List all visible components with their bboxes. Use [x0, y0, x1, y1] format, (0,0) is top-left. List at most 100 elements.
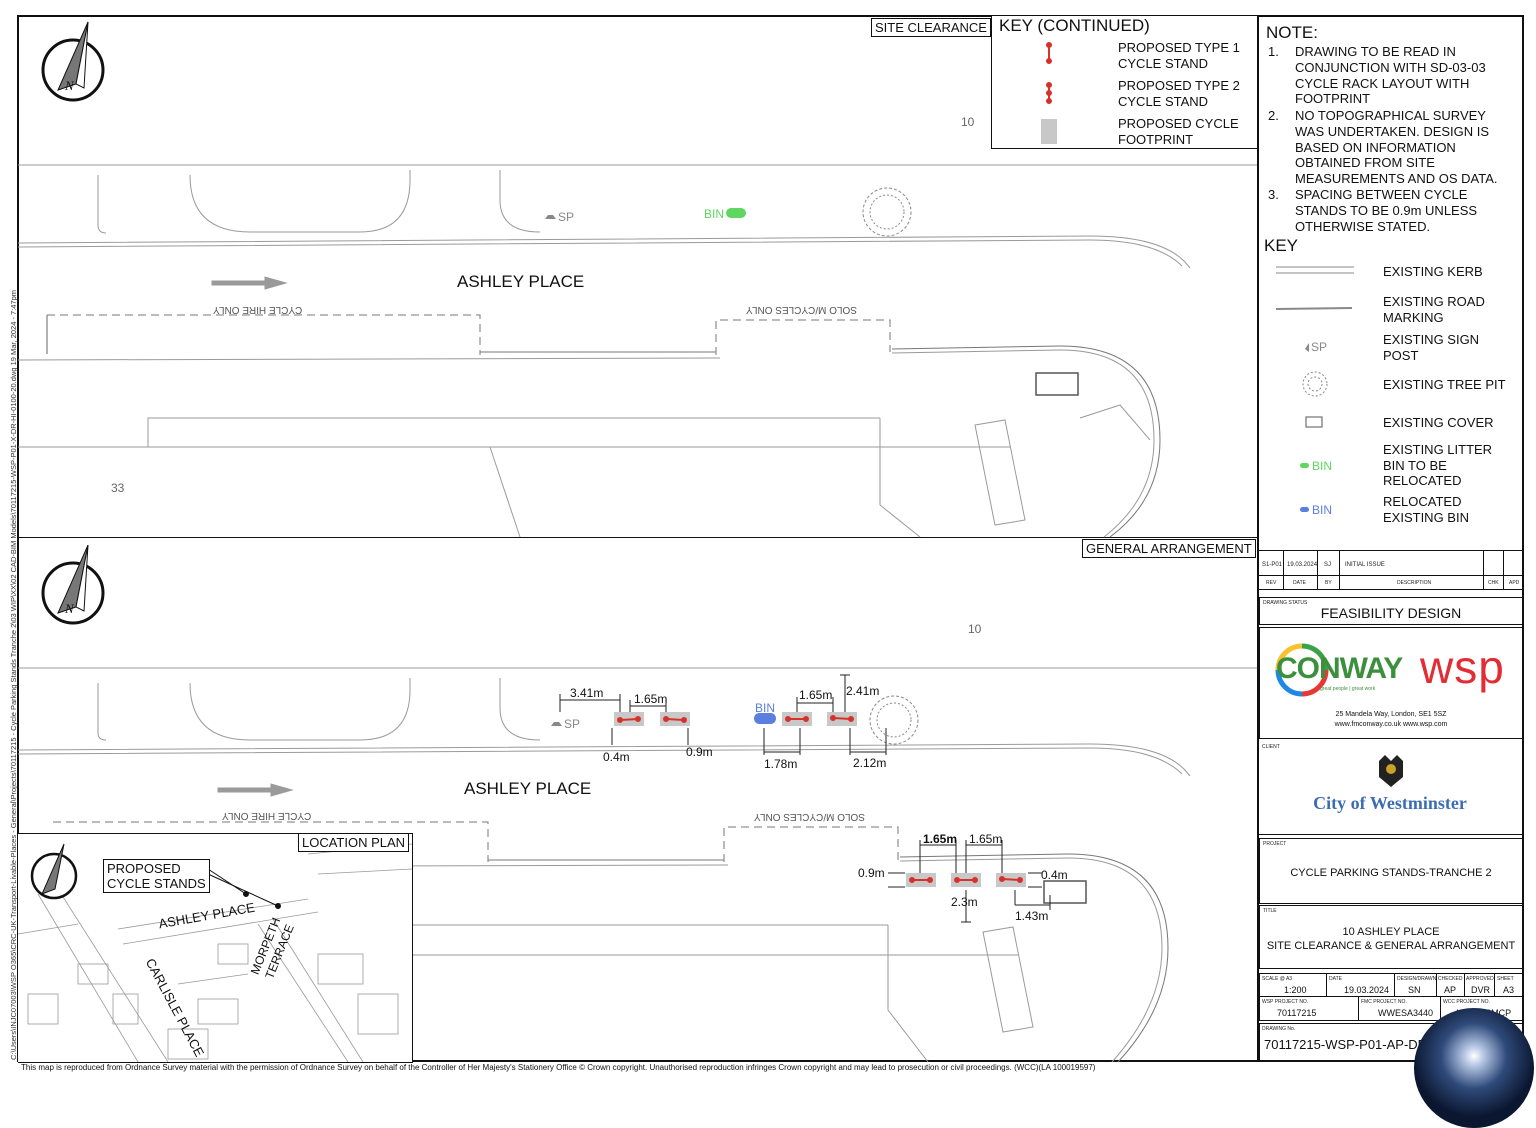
note-line: CYCLE RACK LAYOUT WITH: [1295, 75, 1470, 91]
north-letter: N: [65, 601, 74, 616]
note-number: 2.: [1268, 108, 1279, 123]
rev-date: 19.03.2024: [1287, 562, 1318, 568]
rev-header: BY: [1325, 580, 1332, 586]
sign-post-label: SP: [564, 717, 581, 731]
dimension-text: 0.9m: [686, 745, 713, 759]
note-line: FOOTPRINT: [1295, 91, 1371, 107]
meta-label: APPROVED: [1466, 976, 1494, 982]
solo-marking: SOLO M/CYCLES ONLY: [754, 811, 865, 822]
key-item: RELOCATED EXISTING BIN: [1383, 494, 1469, 525]
north-arrow-bottom: N: [40, 545, 106, 629]
key-item-text: PROPOSED TYPE 2: [1118, 78, 1240, 93]
drawing-status-box: DRAWING STATUS FEASIBILITY DESIGN: [1259, 597, 1523, 625]
key-item-text: EXISTING LITTER: [1383, 442, 1493, 457]
meta-approved: DVR: [1471, 985, 1491, 995]
key-item-text: PROPOSED TYPE 1: [1118, 40, 1240, 55]
project-name: CYCLE PARKING STANDS-TRANCHE 2: [1290, 867, 1492, 879]
cycle-hire-marking: CYCLE HIRE ONLY: [213, 304, 303, 315]
title-line: 10 ASHLEY PLACE: [1342, 926, 1440, 938]
dimension-text: 1.65m: [923, 832, 958, 846]
meta-scale: 1:200: [1284, 985, 1307, 995]
meta-date: 19.03.2024: [1344, 985, 1390, 995]
plan-drawing: [17, 164, 1257, 1063]
contractor-box: CONWAY great people | great work wsp 25 …: [1259, 627, 1523, 739]
key-item-text: FOOTPRINT: [1118, 131, 1194, 147]
screen-overlay-icon: [1414, 1008, 1534, 1128]
contractor-web: www.fmconway.co.uk www.wsp.com: [1334, 721, 1448, 728]
meta-label: WSP PROJECT NO.: [1262, 999, 1309, 1005]
dimension-text: 2.41m: [846, 684, 880, 698]
street-name-bottom: ASHLEY PLACE: [464, 779, 592, 798]
meta-label: DESIGN/DRAWN: [1397, 976, 1437, 982]
note-line: MEASUREMENTS AND OS DATA.: [1295, 171, 1498, 187]
view-divider: [18, 537, 1258, 538]
meta-wsp-no: 70117215: [1277, 1008, 1317, 1018]
meta-row: SCALE @ A3 1:200 DATE 19.03.2024 DESIGN/…: [1259, 973, 1523, 997]
key-item-text: EXISTING KERB: [1383, 264, 1483, 279]
cycle-hire-marking: CYCLE HIRE ONLY: [222, 810, 312, 821]
meta-sheet: A3: [1503, 985, 1515, 995]
rev-description: INITIAL ISSUE: [1345, 562, 1385, 568]
meta-label: WCC PROJECT NO.: [1443, 999, 1490, 1005]
plot-number: 10: [961, 115, 975, 129]
dimension-text: 1.65m: [969, 832, 1003, 846]
drawing-status-label: DRAWING STATUS: [1263, 600, 1308, 606]
site-clearance-label: SITE CLEARANCE: [871, 18, 991, 37]
note-line: CONJUNCTION WITH SD-03-03: [1295, 59, 1486, 75]
project-label: PROJECT: [1263, 841, 1287, 847]
wsp-logo: wsp: [1420, 641, 1505, 693]
note-line: OBTAINED FROM SITE: [1295, 155, 1435, 171]
bin-to-relocate: [726, 208, 746, 218]
copyright-footer: This map is reproduced from Ordnance Sur…: [21, 1063, 1096, 1072]
key-item: PROPOSED TYPE 2 CYCLE STAND: [1118, 78, 1240, 109]
note-line: BASED ON INFORMATION: [1295, 139, 1456, 155]
key-item-text: RELOCATED: [1383, 473, 1462, 488]
drawing-number: 70117215-WSP-P01-AP-DR-HI: [1264, 1037, 1445, 1052]
title-box: TITLE 10 ASHLEY PLACE SITE CLEARANCE & G…: [1259, 905, 1523, 969]
key-bin-symbol: BIN: [1312, 459, 1333, 473]
title-block-divider: [1257, 15, 1259, 1062]
key-item-text: POST: [1383, 347, 1419, 363]
drawing-frame: [17, 15, 1524, 1062]
north-arrow-top: N: [40, 20, 106, 104]
key-item: EXISTING KERB: [1383, 264, 1483, 280]
location-plan-title: LOCATION PLAN: [298, 834, 410, 852]
key-item-text: RELOCATED: [1383, 494, 1462, 509]
conway-logo: CONWAY: [1276, 652, 1403, 685]
notes-title: NOTE:: [1266, 23, 1318, 42]
key-title: KEY: [1264, 236, 1299, 255]
key-item-text: BIN TO BE: [1383, 457, 1447, 473]
contractor-address: 25 Mandela Way, London, SE1 5SZ: [1335, 711, 1447, 718]
meta-label: SHEET: [1497, 976, 1514, 982]
bin-label: BIN: [755, 701, 776, 715]
note-item: 3. SPACING BETWEEN CYCLE STANDS TO BE 0.…: [1268, 187, 1518, 234]
callout-line: CYCLE STANDS: [107, 876, 206, 891]
client-box: CLIENT City of Westminster: [1259, 741, 1523, 835]
key-item: EXISTING TREE PIT: [1383, 377, 1506, 393]
key-item-text: CYCLE STAND: [1118, 55, 1209, 71]
key-item-text: EXISTING TREE PIT: [1383, 377, 1506, 392]
key-item-text: EXISTING COVER: [1383, 415, 1494, 430]
meta-checked: AP: [1444, 985, 1457, 995]
north-letter: N: [65, 78, 74, 93]
street-name-top: ASHLEY PLACE: [457, 272, 585, 291]
note-number: 3.: [1268, 187, 1279, 202]
key-item: EXISTING COVER: [1383, 415, 1494, 431]
revision-table: S1-P01 19.03.2024 SJ INITIAL ISSUE REV D…: [1259, 550, 1523, 590]
dimension-text: 1.43m: [1015, 909, 1049, 923]
dimension-text: 0.9m: [858, 866, 885, 880]
dimension-text: 1.78m: [764, 757, 798, 771]
note-item: 1. DRAWING TO BE READ IN CONJUNCTION WIT…: [1268, 44, 1518, 107]
drawing-status-value: FEASIBILITY DESIGN: [1320, 605, 1462, 621]
key-item-text: EXISTING ROAD: [1383, 294, 1485, 309]
westminster-crest-icon: [1379, 755, 1403, 787]
client-label: CLIENT: [1262, 744, 1280, 750]
key-continued-panel: KEY (CONTINUED) PROPOSED TYPE 1 CYCLE ST…: [991, 15, 1258, 149]
rev-header: DESCRIPTION: [1397, 580, 1432, 586]
note-line: WAS UNDERTAKEN. DESIGN IS: [1295, 123, 1490, 139]
key-item-text: EXISTING SIGN: [1383, 332, 1480, 347]
note-line: DRAWING TO BE READ IN: [1295, 44, 1456, 59]
drawing-number-label: DRAWING No.: [1262, 1026, 1296, 1032]
solo-marking: SOLO M/CYCLES ONLY: [746, 304, 857, 315]
key-continued-title: KEY (CONTINUED): [999, 16, 1150, 35]
